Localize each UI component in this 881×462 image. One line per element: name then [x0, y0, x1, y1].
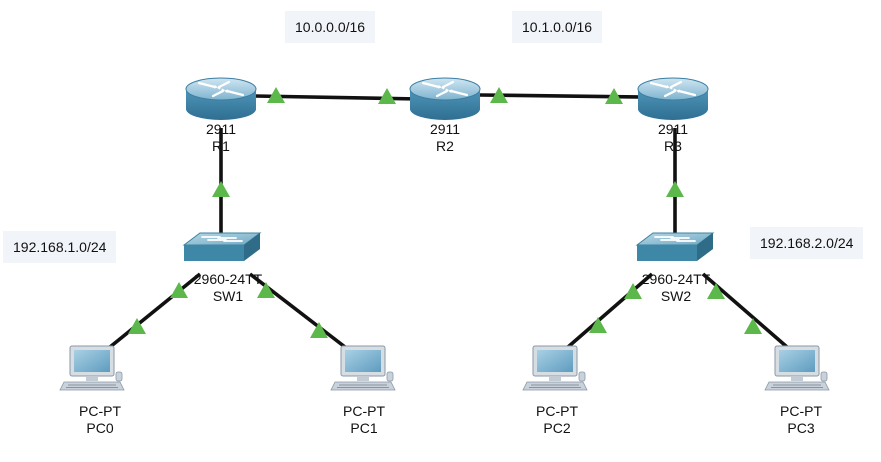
device-name: PC2 [543, 420, 571, 436]
device-label-sw1: 2960-24TT SW1 [168, 271, 288, 305]
device-label-pc3: PC-PT PC3 [741, 403, 861, 437]
router-r3-icon[interactable] [636, 76, 710, 122]
device-model: 2960-24TT [193, 271, 263, 287]
device-model: PC-PT [536, 403, 578, 419]
link-sw2-pc2 [566, 272, 654, 349]
device-name: PC1 [350, 420, 378, 436]
pc-pc2-icon[interactable] [522, 345, 588, 391]
device-name: PC3 [787, 420, 815, 436]
device-model: 2911 [205, 121, 237, 137]
pc-pc3-icon[interactable] [764, 345, 830, 391]
pc-pc0-icon[interactable] [59, 345, 125, 391]
device-name: R1 [212, 138, 230, 154]
link-up-indicator [666, 181, 684, 197]
link-up-indicator [378, 88, 396, 104]
router-r1-icon[interactable] [184, 76, 258, 122]
network-label-lan-sw1: 192.168.1.0/24 [3, 231, 117, 263]
network-label-r2-r3: 10.1.0.0/16 [512, 11, 603, 43]
device-label-sw2: 2960-24TT SW2 [616, 271, 736, 305]
network-label-lan-sw2: 192.168.2.0/24 [750, 227, 864, 259]
network-label-r1-r2: 10.0.0.0/16 [285, 11, 376, 43]
device-name: SW1 [212, 288, 244, 304]
device-label-pc0: PC-PT PC0 [40, 403, 160, 437]
link-sw1-pc0 [108, 272, 202, 349]
switch-sw2-icon[interactable] [636, 232, 714, 262]
router-r2-icon[interactable] [408, 76, 482, 122]
pc-pc1-icon[interactable] [330, 345, 396, 391]
device-model: 2911 [657, 121, 689, 137]
device-model: PC-PT [343, 403, 385, 419]
device-model: PC-PT [79, 403, 121, 419]
link-up-indicator [744, 318, 762, 334]
device-label-r3: 2911 R3 [613, 121, 733, 155]
device-model: PC-PT [780, 403, 822, 419]
device-label-pc1: PC-PT PC1 [304, 403, 424, 437]
device-name: R3 [664, 138, 682, 154]
device-model: 2911 [429, 121, 461, 137]
link-up-indicator [212, 181, 230, 197]
switch-sw1-icon[interactable] [183, 232, 261, 262]
device-label-pc2: PC-PT PC2 [497, 403, 617, 437]
device-label-r2: 2911 R2 [385, 121, 505, 155]
device-name: R2 [436, 138, 454, 154]
device-name: PC0 [86, 420, 114, 436]
device-name: SW2 [660, 288, 692, 304]
device-model: 2960-24TT [641, 271, 711, 287]
device-label-r1: 2911 R1 [161, 121, 281, 155]
